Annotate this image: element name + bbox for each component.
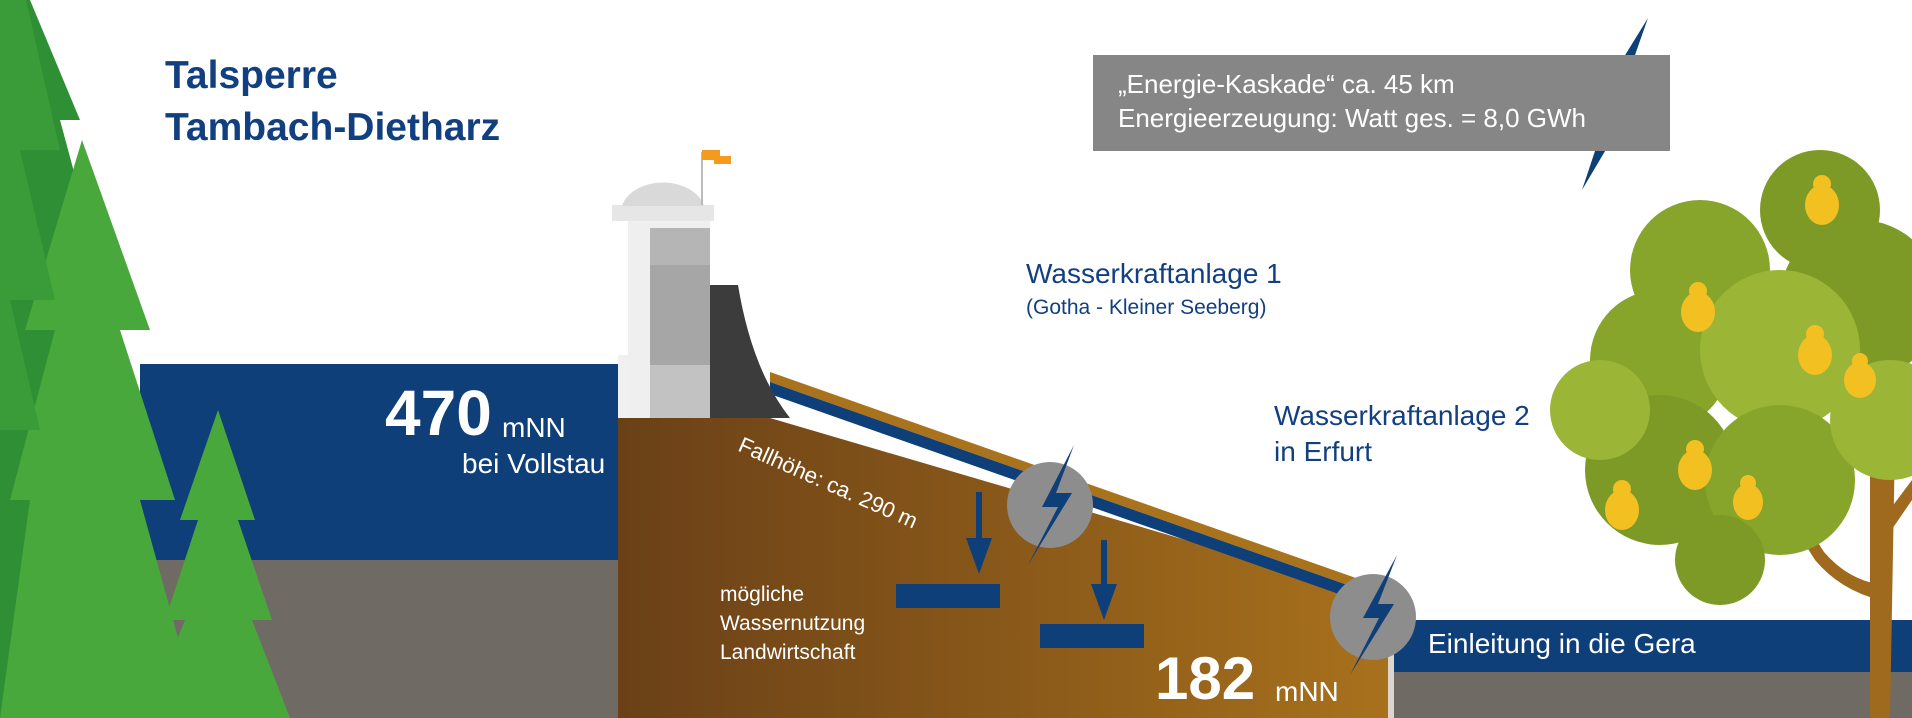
earth-right-edge [1388, 600, 1394, 718]
title-line-1: Talsperre [165, 54, 338, 97]
hydro-plant-2-label: Wasserkraftanlage 2 in Erfurt [1274, 398, 1530, 470]
ground-right [1390, 665, 1912, 718]
hydro-plant-2-line-2: in Erfurt [1274, 436, 1373, 467]
agriculture-line-2: Wassernutzung [720, 612, 866, 635]
elevation-top-unit: mNN [502, 412, 566, 443]
elevation-top-value: 470 [385, 377, 492, 449]
intake-tower-shade-1 [650, 228, 710, 265]
intake-tower-shade-3 [650, 365, 710, 418]
dam-wall [706, 285, 790, 418]
lightning-icon [1350, 555, 1397, 675]
fir-trees [0, 0, 290, 718]
elevation-bottom-unit: mNN [1275, 676, 1339, 707]
agriculture-label: mögliche Wassernutzung Landwirtschaft [720, 580, 865, 667]
lightning-icon [1028, 445, 1074, 565]
irrigation-trough-1 [896, 584, 1000, 608]
outflow-label: Einleitung in die Gera [1428, 628, 1696, 659]
elevation-bottom-value: 182 [1155, 645, 1256, 712]
hydro-plant-1-sublabel: (Gotha - Kleiner Seeberg) [1026, 296, 1267, 319]
flag-icon [702, 150, 731, 164]
hydro-plant-2-line-1: Wasserkraftanlage 2 [1274, 400, 1530, 431]
river-gera [1390, 620, 1912, 672]
agriculture-line-1: mögliche [720, 583, 805, 606]
intake-tower-cap [612, 205, 714, 221]
elevation-top-note: bei Vollstau [462, 448, 606, 479]
hydro-plant-1-label: Wasserkraftanlage 1 [1026, 258, 1282, 289]
title-line-2: Tambach-Dietharz [165, 106, 501, 149]
arrow-down-icon [966, 492, 992, 574]
earth-embankment [618, 418, 1390, 718]
pear-icon [1605, 175, 1876, 530]
info-box: „Energie-Kaskade“ ca. 45 km Energieerzeu… [1093, 55, 1670, 151]
info-cascade-length: „Energie-Kaskade“ ca. 45 km [1118, 69, 1455, 99]
page-title: Talsperre Tambach-Dietharz [165, 50, 500, 154]
irrigation-trough-2 [1040, 624, 1144, 648]
intake-tower-shade-2 [650, 265, 710, 365]
intake-tower-dome [622, 182, 704, 206]
agriculture-line-3: Landwirtschaft [720, 641, 856, 664]
arrow-down-icon [1091, 540, 1117, 620]
info-energy-generation: Energieerzeugung: Watt ges. = 8,0 GWh [1118, 103, 1587, 133]
